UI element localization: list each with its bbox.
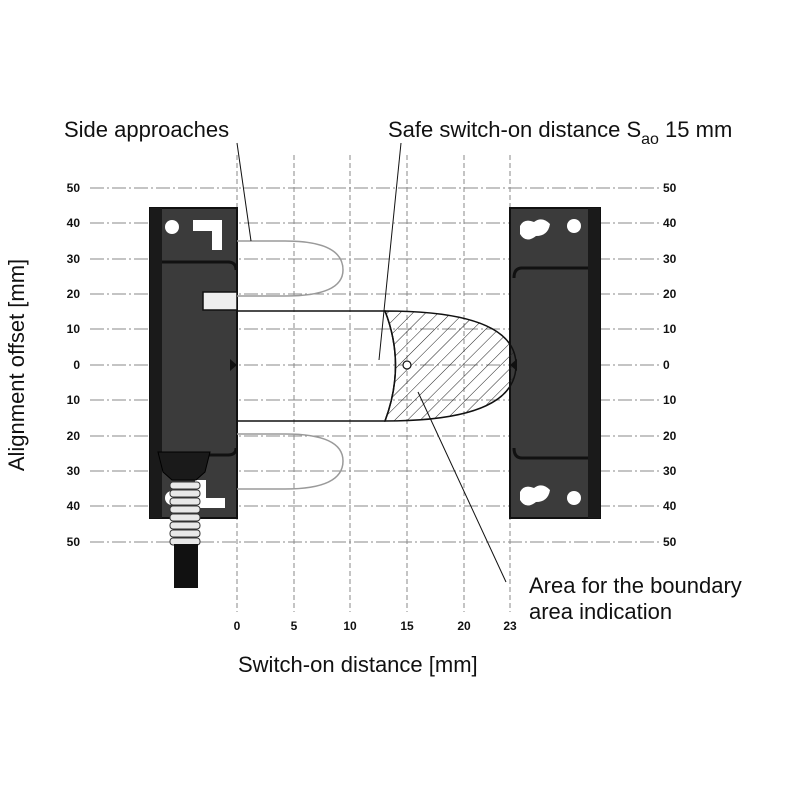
y-tick-left: 40 (67, 216, 81, 230)
y-tick-right: 50 (663, 535, 677, 549)
mount-hole-icon (567, 491, 581, 505)
right-actuator (509, 207, 601, 519)
y-tick-left: 50 (67, 181, 81, 195)
boundary-area-label-line2: area indication (529, 599, 672, 624)
boundary-area-leader (417, 391, 507, 583)
lower-side-approach-curve (237, 433, 344, 490)
y-tick-right: 20 (663, 287, 677, 301)
cable-ring (169, 521, 201, 530)
side-approaches-leader (236, 142, 252, 242)
y-tick-left: 20 (67, 287, 81, 301)
y-tick-right: 10 (663, 322, 677, 336)
y-tick-left: 10 (67, 322, 81, 336)
y-tick-right: 20 (663, 429, 677, 443)
boundary-area-label-line1: Area for the boundary (529, 573, 742, 598)
y-tick-right: 10 (663, 393, 677, 407)
cable-ring (169, 537, 201, 546)
mount-hole-icon (165, 220, 179, 234)
x-tick: 10 (343, 619, 357, 633)
right-center-marker-icon (510, 359, 517, 371)
y-tick-right: 30 (663, 464, 677, 478)
y-tick-right: 50 (663, 181, 677, 195)
side-approaches-label: Side approaches (64, 117, 229, 142)
y-tick-right: 40 (663, 216, 677, 230)
cable-ring (169, 505, 201, 514)
x-tick: 20 (457, 619, 471, 633)
cable-ring (169, 497, 201, 506)
cable-ring (169, 529, 201, 538)
y-tick-left: 40 (67, 499, 81, 513)
x-axis-title: Switch-on distance [mm] (238, 652, 478, 677)
y-ticks-left: 50 40 30 20 10 0 10 20 30 40 50 (67, 181, 81, 549)
y-tick-right: 30 (663, 252, 677, 266)
y-tick-left: 50 (67, 535, 81, 549)
y-tick-left: 30 (67, 252, 81, 266)
x-tick: 5 (291, 619, 298, 633)
cable-ring (169, 513, 201, 522)
x-tick: 15 (400, 619, 414, 633)
x-tick: 23 (503, 619, 517, 633)
y-tick-left: 0 (73, 358, 80, 372)
y-ticks-right: 50 40 30 20 10 0 10 20 30 40 50 (663, 181, 677, 549)
cable-connector (157, 451, 211, 588)
y-tick-left: 20 (67, 429, 81, 443)
upper-side-approach-curve (237, 240, 344, 297)
left-center-marker-icon (230, 359, 237, 371)
switch-on-zone-outline (237, 310, 397, 422)
safe-distance-leader (378, 142, 402, 361)
cable-ring (169, 489, 201, 498)
y-tick-left: 10 (67, 393, 81, 407)
mount-hole-icon (567, 219, 581, 233)
y-tick-right: 0 (663, 358, 670, 372)
safe-distance-label: Safe switch-on distance Sao 15 mm (388, 117, 732, 148)
safe-distance-point (402, 360, 412, 370)
x-tick: 0 (234, 619, 241, 633)
cable-ring (169, 481, 201, 490)
y-tick-right: 40 (663, 499, 677, 513)
x-ticks: 0 5 10 15 20 23 (234, 619, 517, 633)
y-axis-title: Alignment offset [mm] (4, 259, 29, 471)
y-tick-left: 30 (67, 464, 81, 478)
